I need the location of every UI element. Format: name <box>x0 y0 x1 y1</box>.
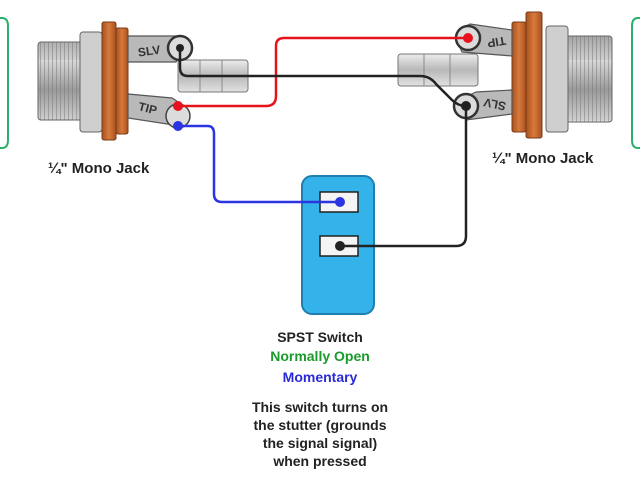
left-jack-collar <box>79 31 103 133</box>
left-tip-lug-label: TIP <box>137 99 159 117</box>
left-jack-nut <box>101 21 117 141</box>
switch-ground-wire-black <box>340 106 468 248</box>
switch-description-line-2: the stutter (grounds <box>253 417 387 433</box>
right-jack-collar <box>545 25 569 133</box>
switch-signal-wire-blue <box>178 124 340 204</box>
left-side-frame <box>0 17 9 149</box>
right-sleeve-lug-label: SLV <box>482 95 507 113</box>
left-jack-label: ¼" Mono Jack <box>48 160 150 177</box>
left-jack-washer <box>115 27 129 135</box>
right-tip-lug-label: TIP <box>486 33 507 50</box>
right-jack-thread <box>565 35 613 123</box>
left-tip-blue-solder-dot <box>173 121 183 131</box>
right-jack-label: ¼" Mono Jack <box>492 150 594 167</box>
right-jack-washer <box>511 21 527 133</box>
switch-type-line: Normally Open <box>270 348 370 364</box>
right-jack-nut <box>525 11 543 139</box>
switch-bottom-black-solder-dot <box>335 241 345 251</box>
switch-top-blue-solder-dot <box>335 197 345 207</box>
signal-wire-red <box>178 36 468 108</box>
switch-description-line-3: the signal signal) <box>262 435 378 451</box>
left-jack-thread <box>37 41 83 121</box>
switch-title: SPST Switch <box>277 329 363 345</box>
left-sleeve-lug-label: SLV <box>137 43 161 60</box>
right-mono-jack: TIP SLV <box>397 11 613 139</box>
left-mono-jack: SLV TIP <box>37 21 249 141</box>
switch-description-line-4: when pressed <box>273 453 367 469</box>
right-side-frame <box>631 17 640 149</box>
right-sleeve-black-solder-dot <box>461 101 471 111</box>
right-tip-red-solder-dot <box>463 33 473 43</box>
left-tip-red-solder-dot <box>173 101 183 111</box>
ground-wire-black <box>178 48 467 108</box>
switch-description-line-1: This switch turns on <box>251 399 389 415</box>
switch-action-line: Momentary <box>282 369 358 385</box>
right-jack-barrel <box>397 53 479 87</box>
